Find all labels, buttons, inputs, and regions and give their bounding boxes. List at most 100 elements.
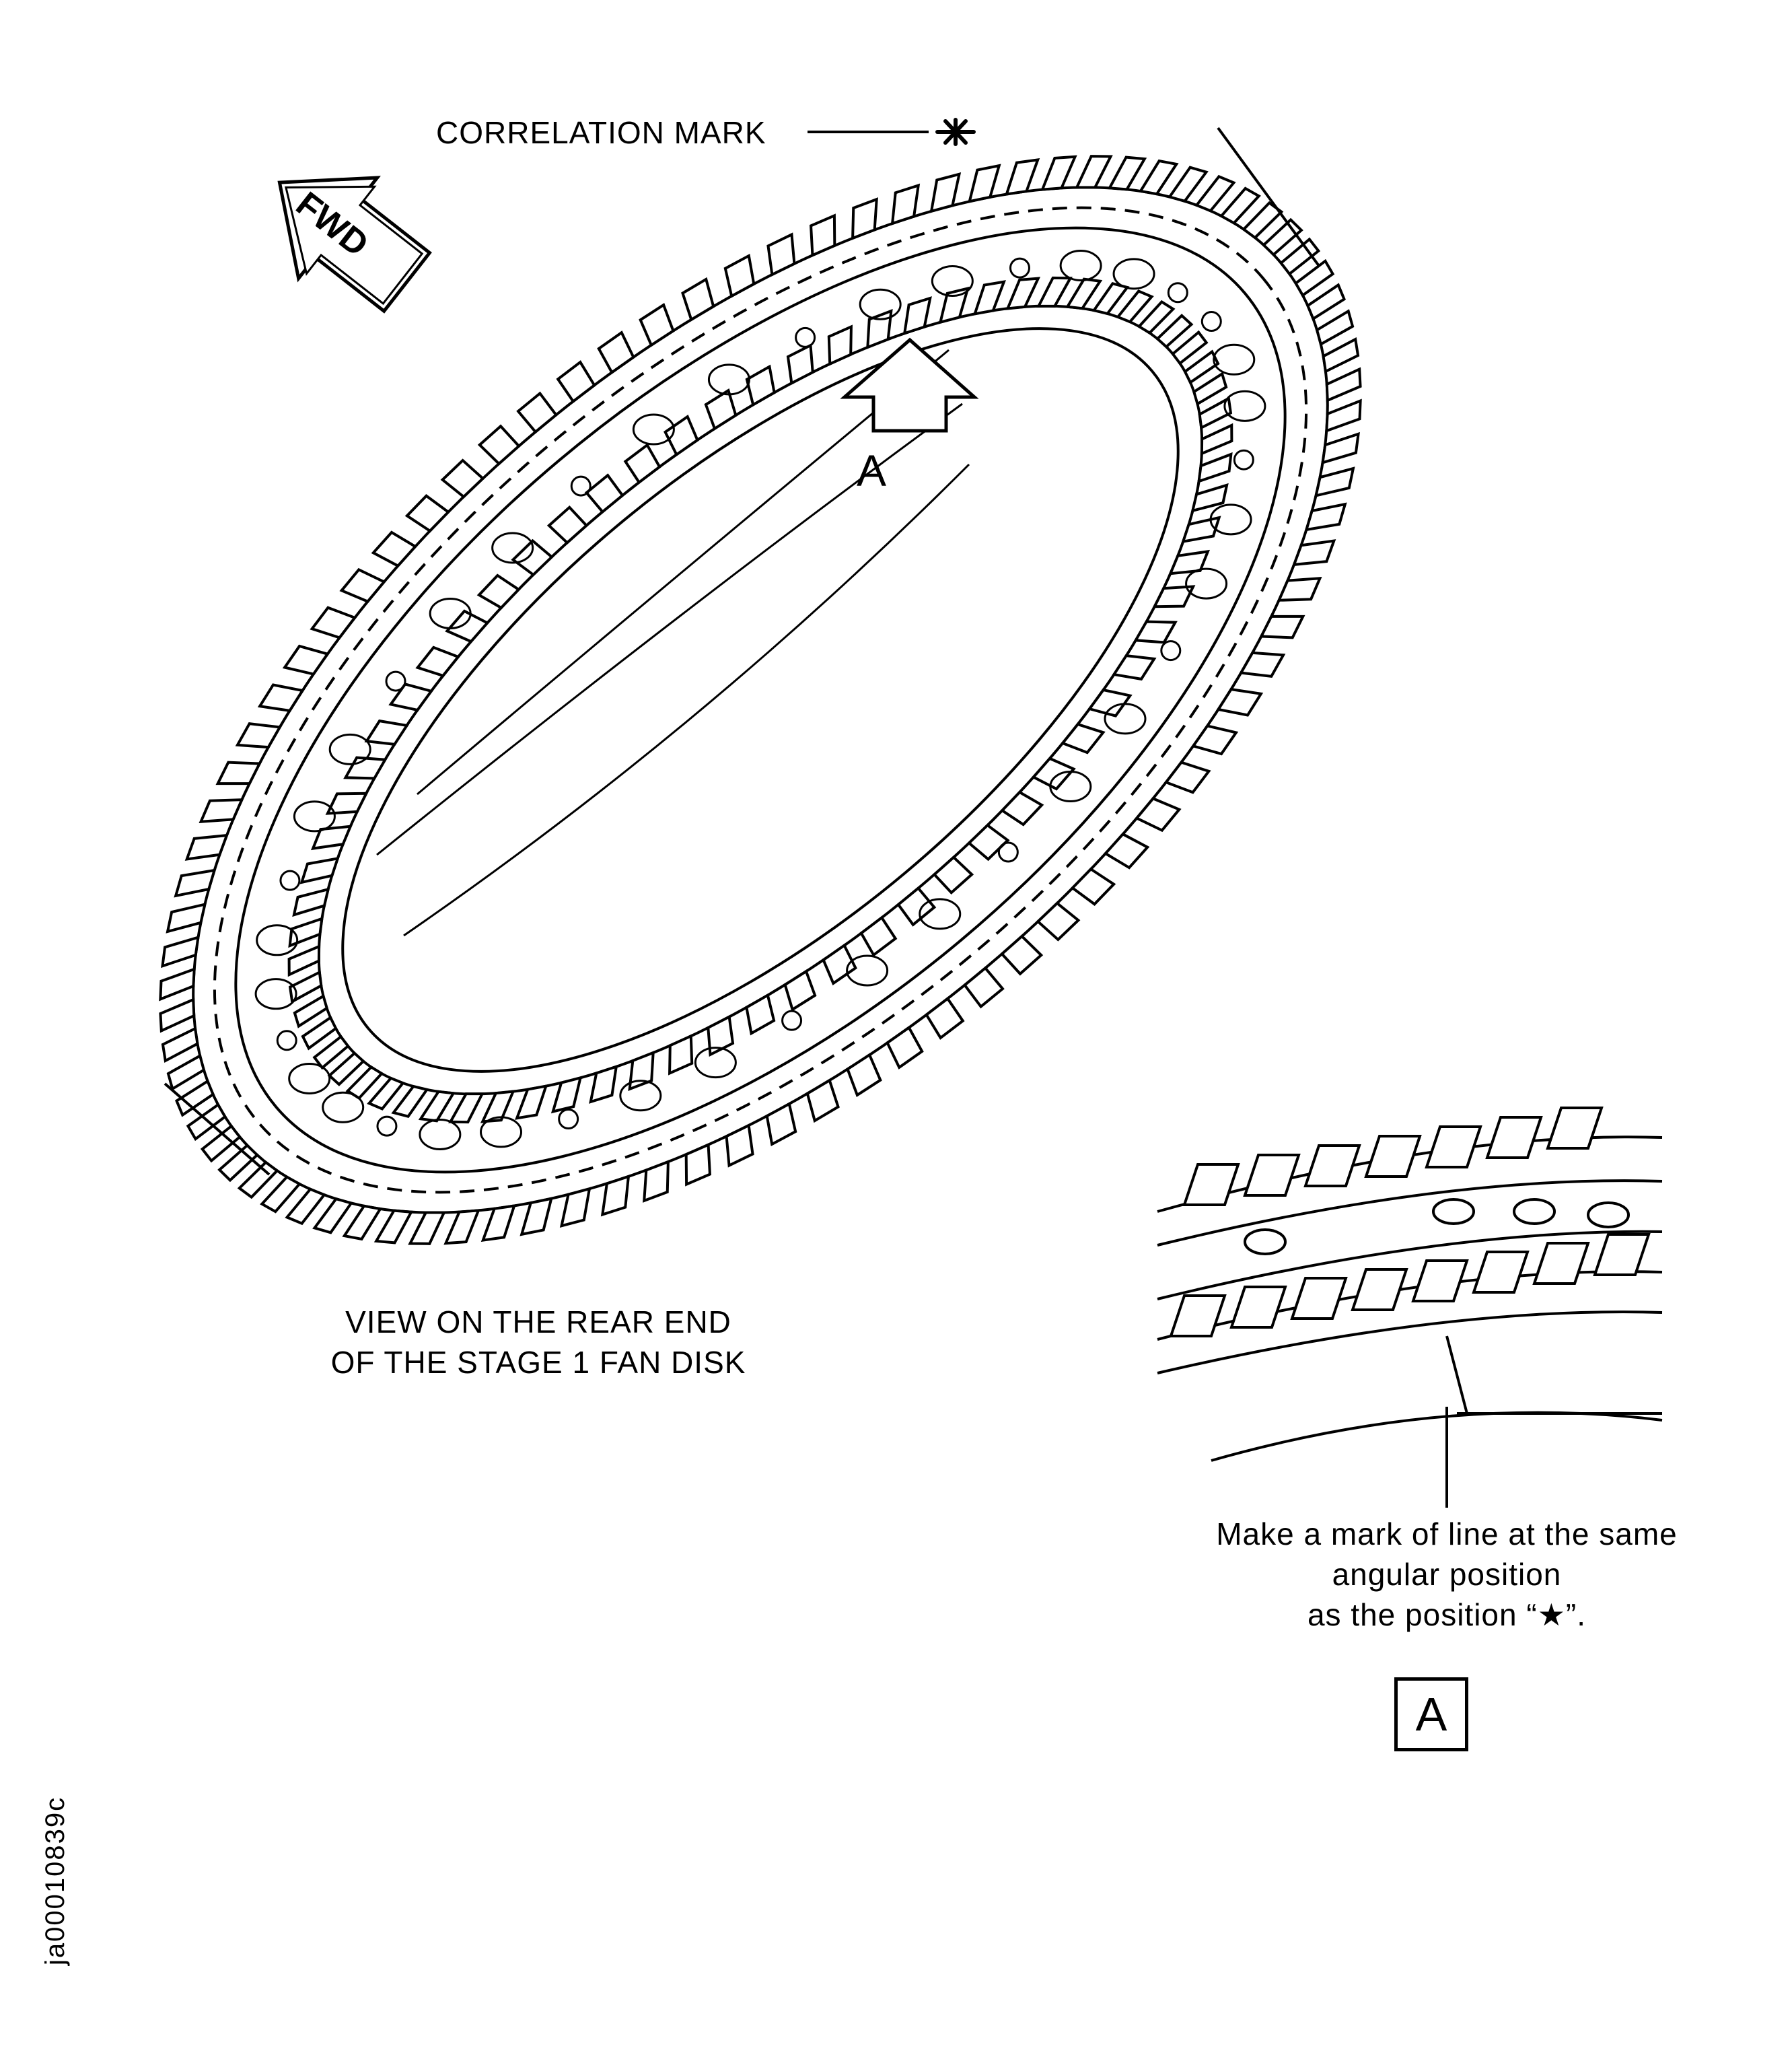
outer-tooth [1216,687,1264,717]
inner-tooth [1181,516,1221,544]
outer-tooth [1279,237,1321,276]
outer-tooth [1315,309,1355,347]
bolt-hole [795,326,816,348]
outer-tooth [1103,832,1150,870]
inner-tooth [1137,300,1176,335]
outer-tooth [159,998,196,1033]
bolt-hole [419,1118,462,1150]
inner-tooth [345,1065,384,1100]
outer-tooth [237,1160,279,1199]
outer-tooth [925,996,965,1040]
inner-tooth [325,792,369,815]
outer-tooth [282,644,330,676]
outer-tooth [260,1175,302,1214]
bolt-hole [919,898,962,930]
disk-inner-surface-lines [376,349,970,937]
outer-tooth [1070,867,1116,906]
detail-tooth [1546,1107,1604,1150]
bolt-hole [276,1030,297,1051]
bolt-hole [385,670,406,692]
inner-tooth [367,1076,406,1111]
bolt-hole [491,532,534,564]
outer-tooth [235,722,283,749]
inner-tooth [896,886,937,927]
inner-tooth [1112,654,1157,681]
outer-tooth [1325,367,1362,403]
inner-tooth [1087,688,1133,718]
inner-tooth [628,1050,655,1092]
outer-tooth [174,868,217,898]
bolt-hole [1059,250,1102,282]
bolt-hole [288,1062,331,1094]
outer-tooth [1292,539,1336,567]
inner-tooth [391,1084,429,1119]
bolt-hole [328,733,371,765]
outer-tooth [1135,796,1182,833]
bolt-hole [997,841,1019,863]
inner-tooth [704,388,738,431]
inner-tooth [1171,330,1209,365]
bolt-hole [1223,390,1266,422]
inner-tooth [415,645,461,678]
inner-tooth [1000,790,1044,827]
bolt-hole [429,597,472,629]
bolt-hole [1200,311,1222,332]
outer-tooth [1036,901,1081,942]
correlation-star-icon [935,118,976,146]
bolt-hole [1009,257,1030,279]
outer-tooth [765,1102,797,1147]
inner-tooth [783,969,817,1012]
bolt-hole [781,1010,803,1031]
inner-tooth [1060,722,1106,755]
inner-tooth [1091,281,1130,316]
outer-tooth [1293,258,1335,298]
detail-bolt-hole [1432,1198,1475,1225]
bolt-hole [279,870,301,891]
inner-tooth [1192,372,1228,407]
bolt-hole [1233,449,1254,470]
detail-a-inset [1157,1135,1663,1508]
outer-tooth [1325,398,1362,433]
inner-tooth [418,1090,456,1123]
outer-tooth [186,1102,227,1142]
ring-contour [213,206,1308,1194]
detail-tooth [1532,1242,1590,1285]
outer-tooth [809,213,836,258]
detail-bolt-hole [1244,1228,1287,1255]
outer-tooth [766,232,796,277]
inner-tooth [1005,277,1041,310]
note-line1: Make a mark of line at the same [1216,1516,1678,1551]
inner-tooth [1065,277,1103,310]
inner-tooth [1190,483,1229,513]
outer-tooth [597,330,635,375]
outer-tooth [1138,159,1179,196]
outer-tooth [371,530,418,568]
inner-tooth [546,505,589,545]
outer-tooth [805,1078,840,1123]
outer-tooth [681,277,715,322]
outer-tooth [166,902,207,934]
outer-tooth [342,1204,383,1241]
outer-tooth [684,1142,712,1187]
ring-contour [317,304,1204,1096]
inner-tooth [299,856,340,884]
outer-tooth [516,391,559,434]
outer-tooth [312,1197,354,1234]
detail-a-teeth [1169,1107,1651,1337]
inner-tooth [1036,276,1073,308]
outer-tooth [477,424,521,466]
outer-tooth [1194,174,1236,213]
inner-tooth [822,943,857,985]
outer-tooth [1304,502,1347,532]
inner-tooth [480,1090,515,1123]
detail-tooth [1411,1259,1469,1302]
bolt-hole [1112,258,1155,290]
ring-contour [341,327,1180,1073]
inner-tooth [550,1076,583,1114]
view-caption: VIEW ON THE REAR END OF THE STAGE 1 FAN … [269,1302,808,1383]
outer-tooth [1040,155,1077,191]
outer-tooth [725,1123,754,1168]
inner-tooth [786,343,814,386]
bolt-hole [1167,282,1188,304]
